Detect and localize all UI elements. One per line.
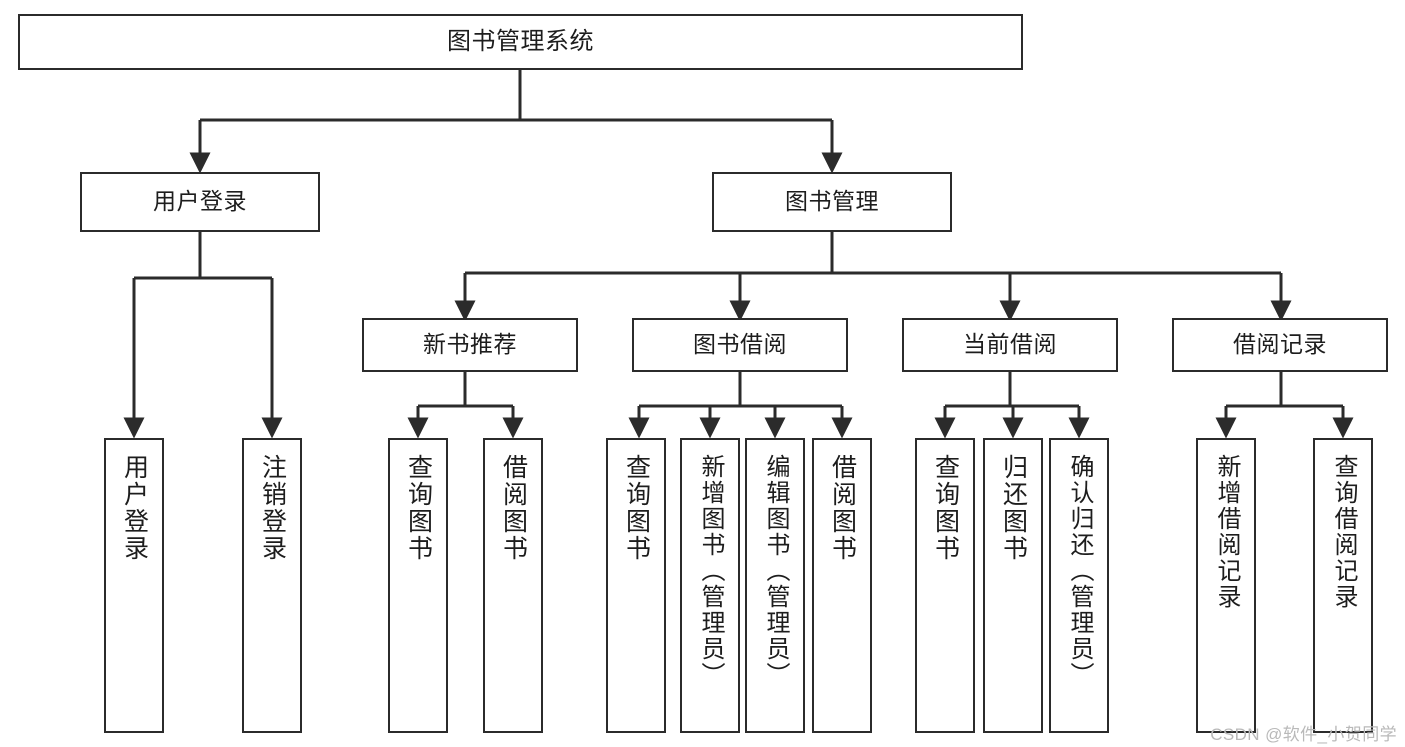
node-leaf-query-book-2[interactable]: 查询图书: [606, 438, 666, 733]
node-leaf-borrow-book-1[interactable]: 借阅图书: [483, 438, 543, 733]
node-leaf-add-book-label: 新增图书（管理员）: [696, 454, 724, 688]
node-leaf-add-borrow-record[interactable]: 新增借阅记录: [1196, 438, 1256, 733]
node-book-management-label: 图书管理: [785, 188, 879, 215]
node-current-borrow-label: 当前借阅: [963, 331, 1057, 358]
node-leaf-query-borrow-record[interactable]: 查询借阅记录: [1313, 438, 1373, 733]
node-leaf-confirm-return[interactable]: 确认归还（管理员）: [1049, 438, 1109, 733]
node-leaf-query-book-1-label: 查询图书: [404, 454, 433, 562]
node-book-borrow-label: 图书借阅: [693, 331, 787, 358]
node-leaf-query-book-3[interactable]: 查询图书: [915, 438, 975, 733]
node-current-borrow[interactable]: 当前借阅: [902, 318, 1118, 372]
node-borrow-record-label: 借阅记录: [1233, 331, 1327, 358]
node-borrow-record[interactable]: 借阅记录: [1172, 318, 1388, 372]
node-leaf-logout-login-label: 注销登录: [258, 454, 287, 562]
node-leaf-user-login-label: 用户登录: [120, 454, 149, 562]
node-user-login-label: 用户登录: [153, 188, 247, 215]
node-leaf-query-book-1[interactable]: 查询图书: [388, 438, 448, 733]
node-book-management[interactable]: 图书管理: [712, 172, 952, 232]
node-leaf-add-borrow-record-label: 新增借阅记录: [1212, 454, 1240, 610]
csdn-watermark: CSDN @软件_小贺同学: [1210, 725, 1397, 744]
node-leaf-user-login[interactable]: 用户登录: [104, 438, 164, 733]
node-new-book-recommend[interactable]: 新书推荐: [362, 318, 578, 372]
node-leaf-confirm-return-label: 确认归还（管理员）: [1065, 454, 1093, 688]
node-leaf-return-book[interactable]: 归还图书: [983, 438, 1043, 733]
node-user-login[interactable]: 用户登录: [80, 172, 320, 232]
node-leaf-query-book-2-label: 查询图书: [622, 454, 651, 562]
node-book-borrow[interactable]: 图书借阅: [632, 318, 848, 372]
node-new-book-recommend-label: 新书推荐: [423, 331, 517, 358]
node-leaf-edit-book-label: 编辑图书（管理员）: [761, 454, 789, 688]
node-root[interactable]: 图书管理系统: [18, 14, 1023, 70]
node-leaf-query-book-3-label: 查询图书: [931, 454, 960, 562]
node-leaf-logout-login[interactable]: 注销登录: [242, 438, 302, 733]
node-leaf-edit-book[interactable]: 编辑图书（管理员）: [745, 438, 805, 733]
node-leaf-return-book-label: 归还图书: [999, 454, 1028, 562]
node-leaf-borrow-book-2[interactable]: 借阅图书: [812, 438, 872, 733]
node-leaf-borrow-book-1-label: 借阅图书: [499, 454, 528, 562]
node-leaf-add-book[interactable]: 新增图书（管理员）: [680, 438, 740, 733]
node-leaf-query-borrow-record-label: 查询借阅记录: [1329, 454, 1357, 610]
node-leaf-borrow-book-2-label: 借阅图书: [828, 454, 857, 562]
node-root-label: 图书管理系统: [447, 27, 594, 55]
